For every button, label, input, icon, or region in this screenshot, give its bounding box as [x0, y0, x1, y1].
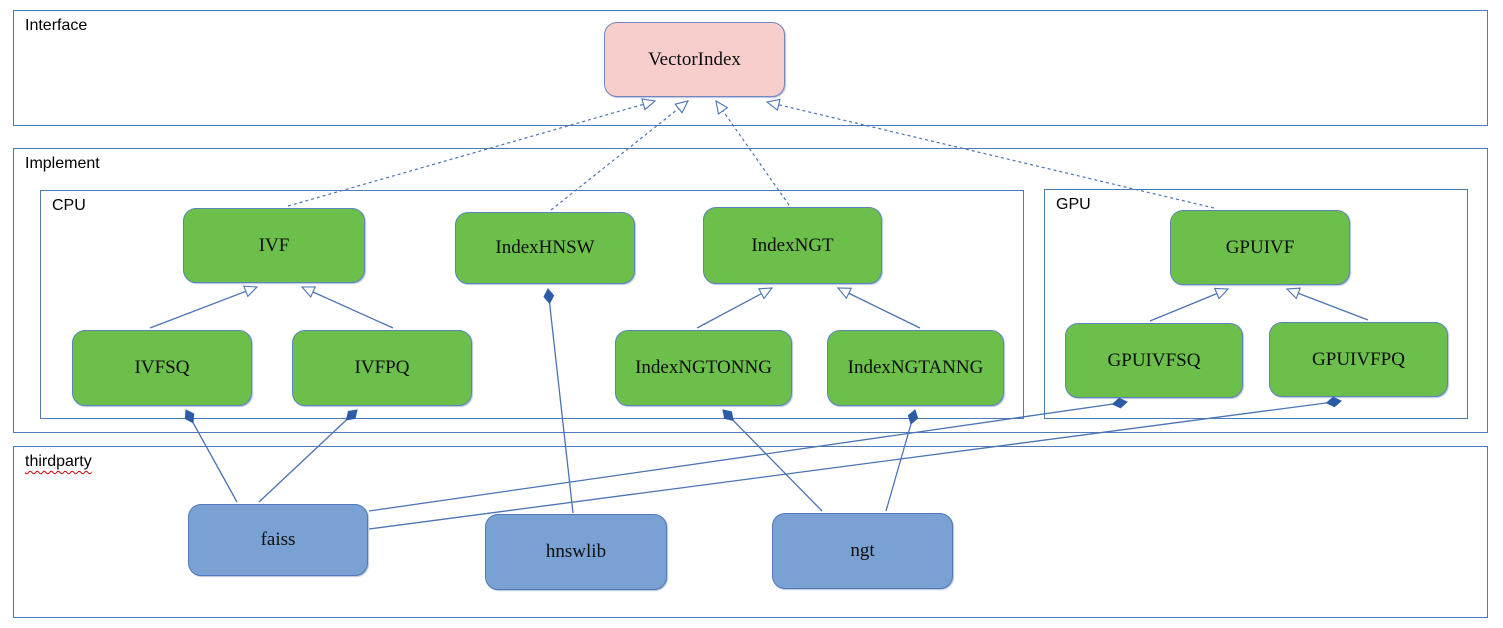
node-vectorindex-label: VectorIndex	[648, 48, 741, 70]
node-gpuivfpq-label: GPUIVFPQ	[1312, 348, 1405, 370]
node-faiss-label: faiss	[260, 529, 296, 550]
node-indexngt[interactable]: IndexNGT	[703, 207, 882, 284]
node-ivf[interactable]: IVF	[183, 208, 365, 283]
node-ivfpq-label: IVFPQ	[354, 357, 410, 378]
node-hnswlib-label: hnswlib	[545, 541, 607, 562]
section-implement-label: Implement	[25, 155, 100, 172]
node-indexhnsw-label: IndexHNSW	[495, 237, 595, 258]
section-gpu-label: GPU	[1056, 196, 1091, 213]
node-ivfsq-label: IVFSQ	[134, 357, 190, 378]
node-gpuivf[interactable]: GPUIVF	[1170, 210, 1350, 285]
node-gpuivfsq[interactable]: GPUIVFSQ	[1065, 323, 1243, 398]
node-vectorindex[interactable]: VectorIndex	[604, 22, 785, 97]
node-ivfsq[interactable]: IVFSQ	[72, 330, 252, 406]
node-gpuivfpq[interactable]: GPUIVFPQ	[1269, 322, 1448, 397]
node-indexngtonng-label: IndexNGTONNG	[635, 357, 772, 378]
node-ngt-label: ngt	[850, 540, 875, 561]
node-ivfpq[interactable]: IVFPQ	[292, 330, 472, 406]
section-thirdparty-label: thirdparty	[25, 453, 92, 470]
node-indexngtanng-label: IndexNGTANNG	[847, 357, 984, 378]
node-gpuivf-label: GPUIVF	[1225, 236, 1295, 258]
section-cpu-label: CPU	[52, 197, 86, 214]
node-faiss[interactable]: faiss	[188, 504, 368, 576]
node-indexngtonng[interactable]: IndexNGTONNG	[615, 330, 792, 406]
node-ivf-label: IVF	[258, 234, 290, 256]
node-indexhnsw[interactable]: IndexHNSW	[455, 212, 635, 284]
node-gpuivfsq-label: GPUIVFSQ	[1107, 349, 1201, 371]
section-interface-label: Interface	[25, 17, 88, 34]
node-ngt[interactable]: ngt	[772, 513, 953, 589]
node-hnswlib[interactable]: hnswlib	[485, 514, 667, 590]
node-indexngtanng[interactable]: IndexNGTANNG	[827, 330, 1004, 406]
node-indexngt-label: IndexNGT	[751, 234, 834, 256]
